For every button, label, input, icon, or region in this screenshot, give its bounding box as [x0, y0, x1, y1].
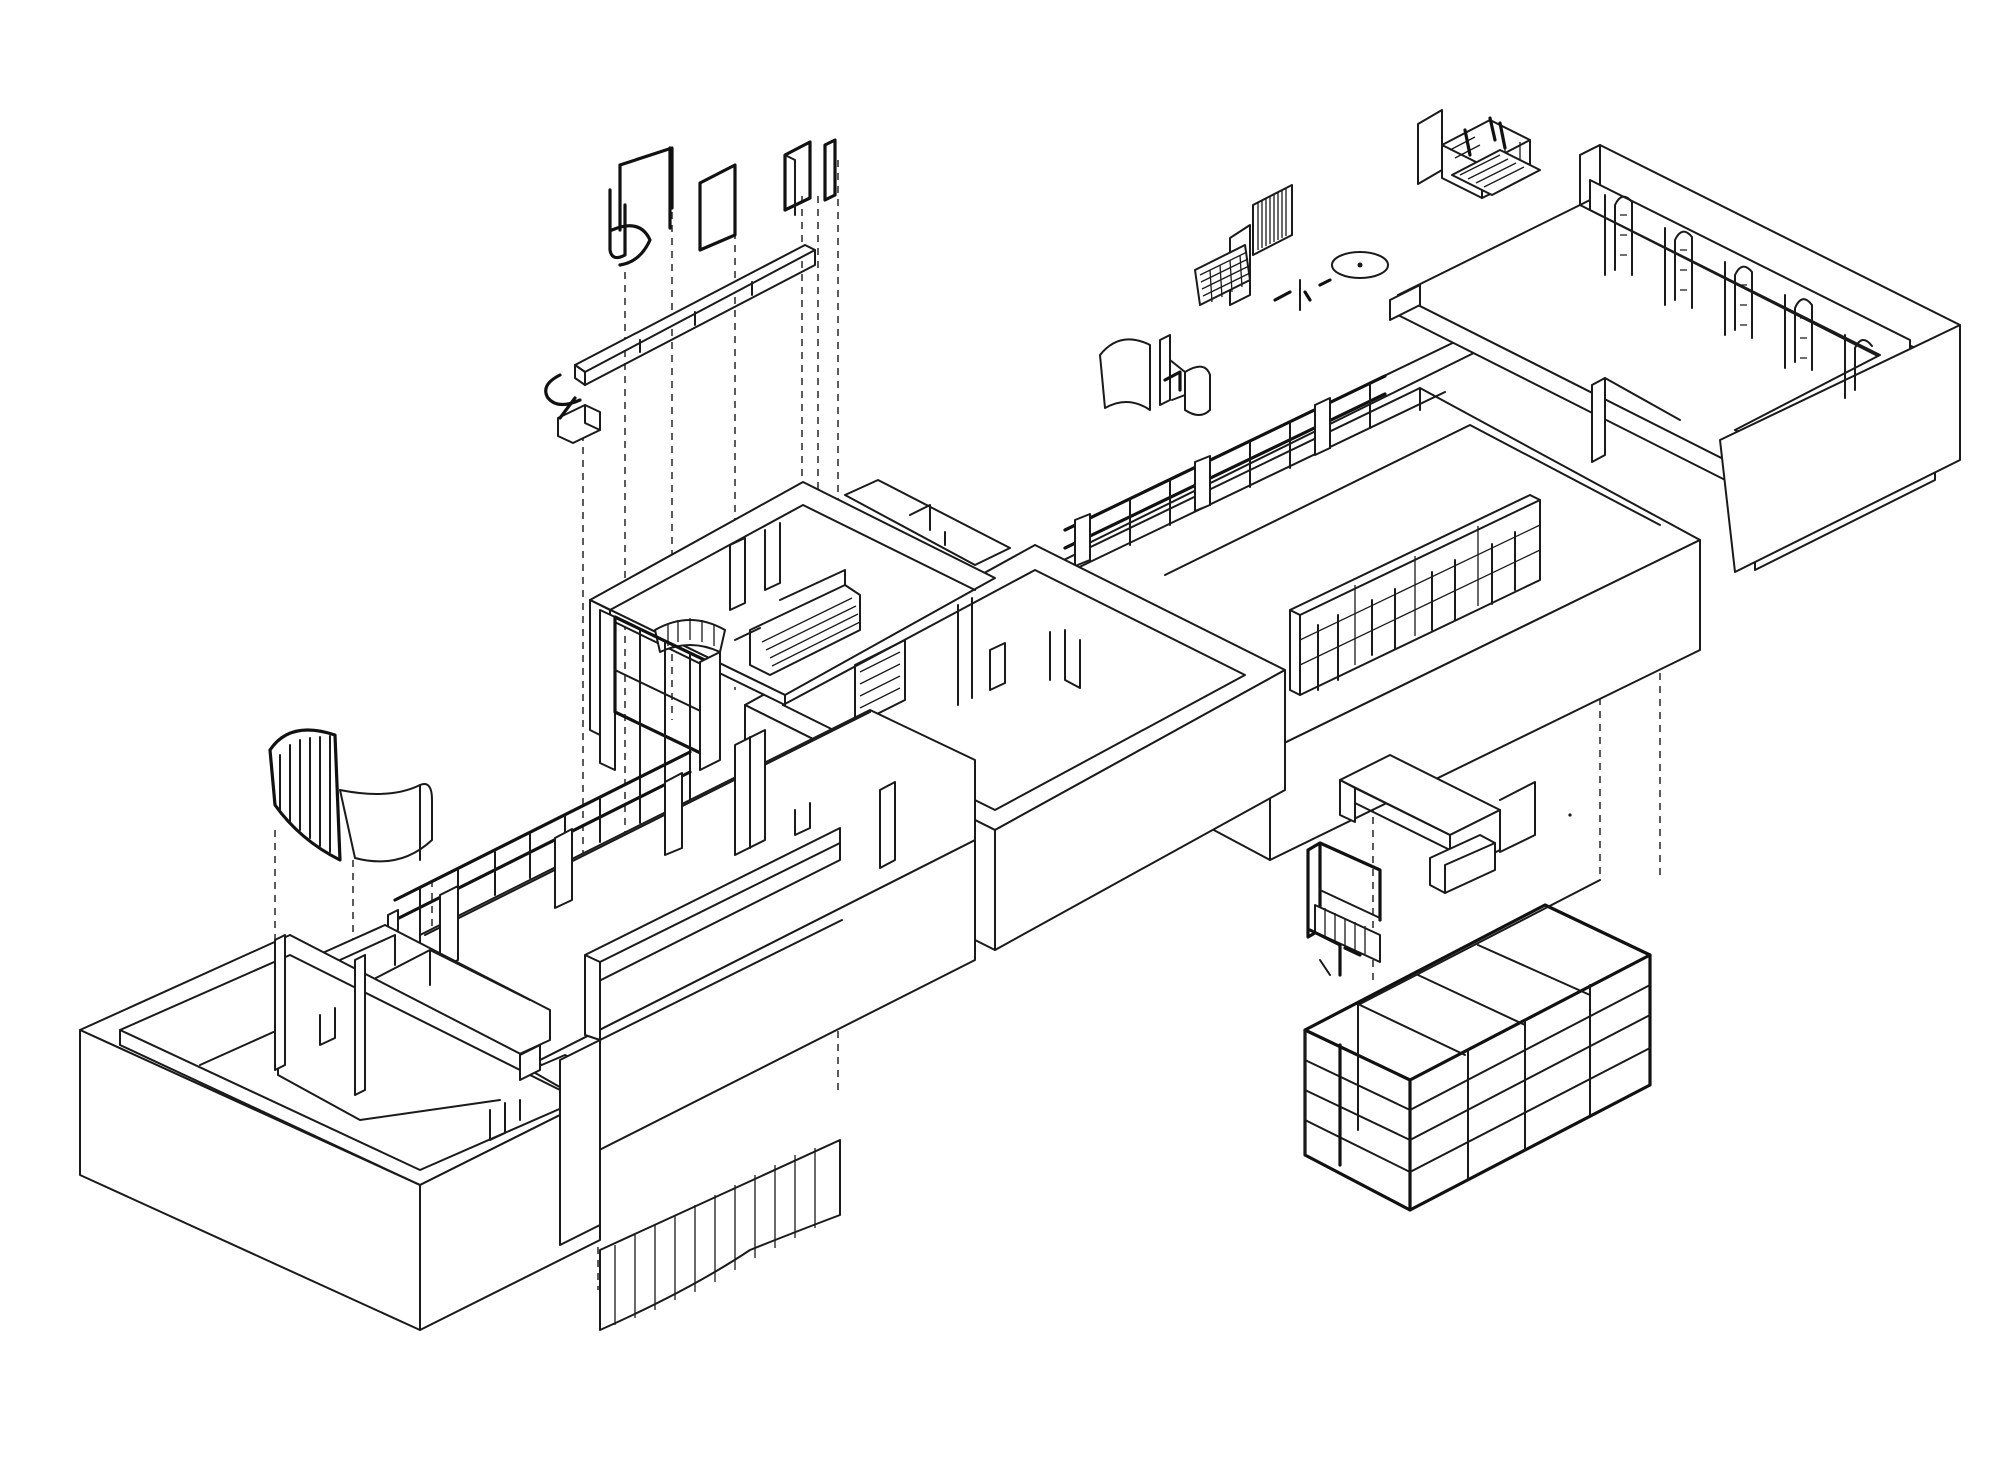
floating-curved-screen [268, 728, 433, 863]
floating-fold-screen [599, 1139, 841, 1331]
lower-left-room-block [79, 924, 601, 1331]
floating-desk-unit [1099, 334, 1211, 416]
floating-beam [544, 244, 816, 444]
corridor-window-frame [1063, 374, 1387, 567]
floating-furniture-set [1417, 109, 1541, 199]
floating-wire-shelving [1303, 879, 1652, 1212]
stair-hall-block [589, 479, 1011, 801]
lower-corridor-block [387, 709, 976, 1181]
arched-hall-block [1389, 144, 1961, 573]
lower-window-frame [387, 750, 692, 969]
floating-objects-top-right [1194, 184, 1389, 311]
shelving-units [1289, 494, 1541, 696]
arched-windows [1604, 194, 1873, 399]
floating-door-frames [608, 138, 837, 267]
floating-kiosk [1306, 841, 1382, 977]
floating-counter [1339, 754, 1572, 894]
